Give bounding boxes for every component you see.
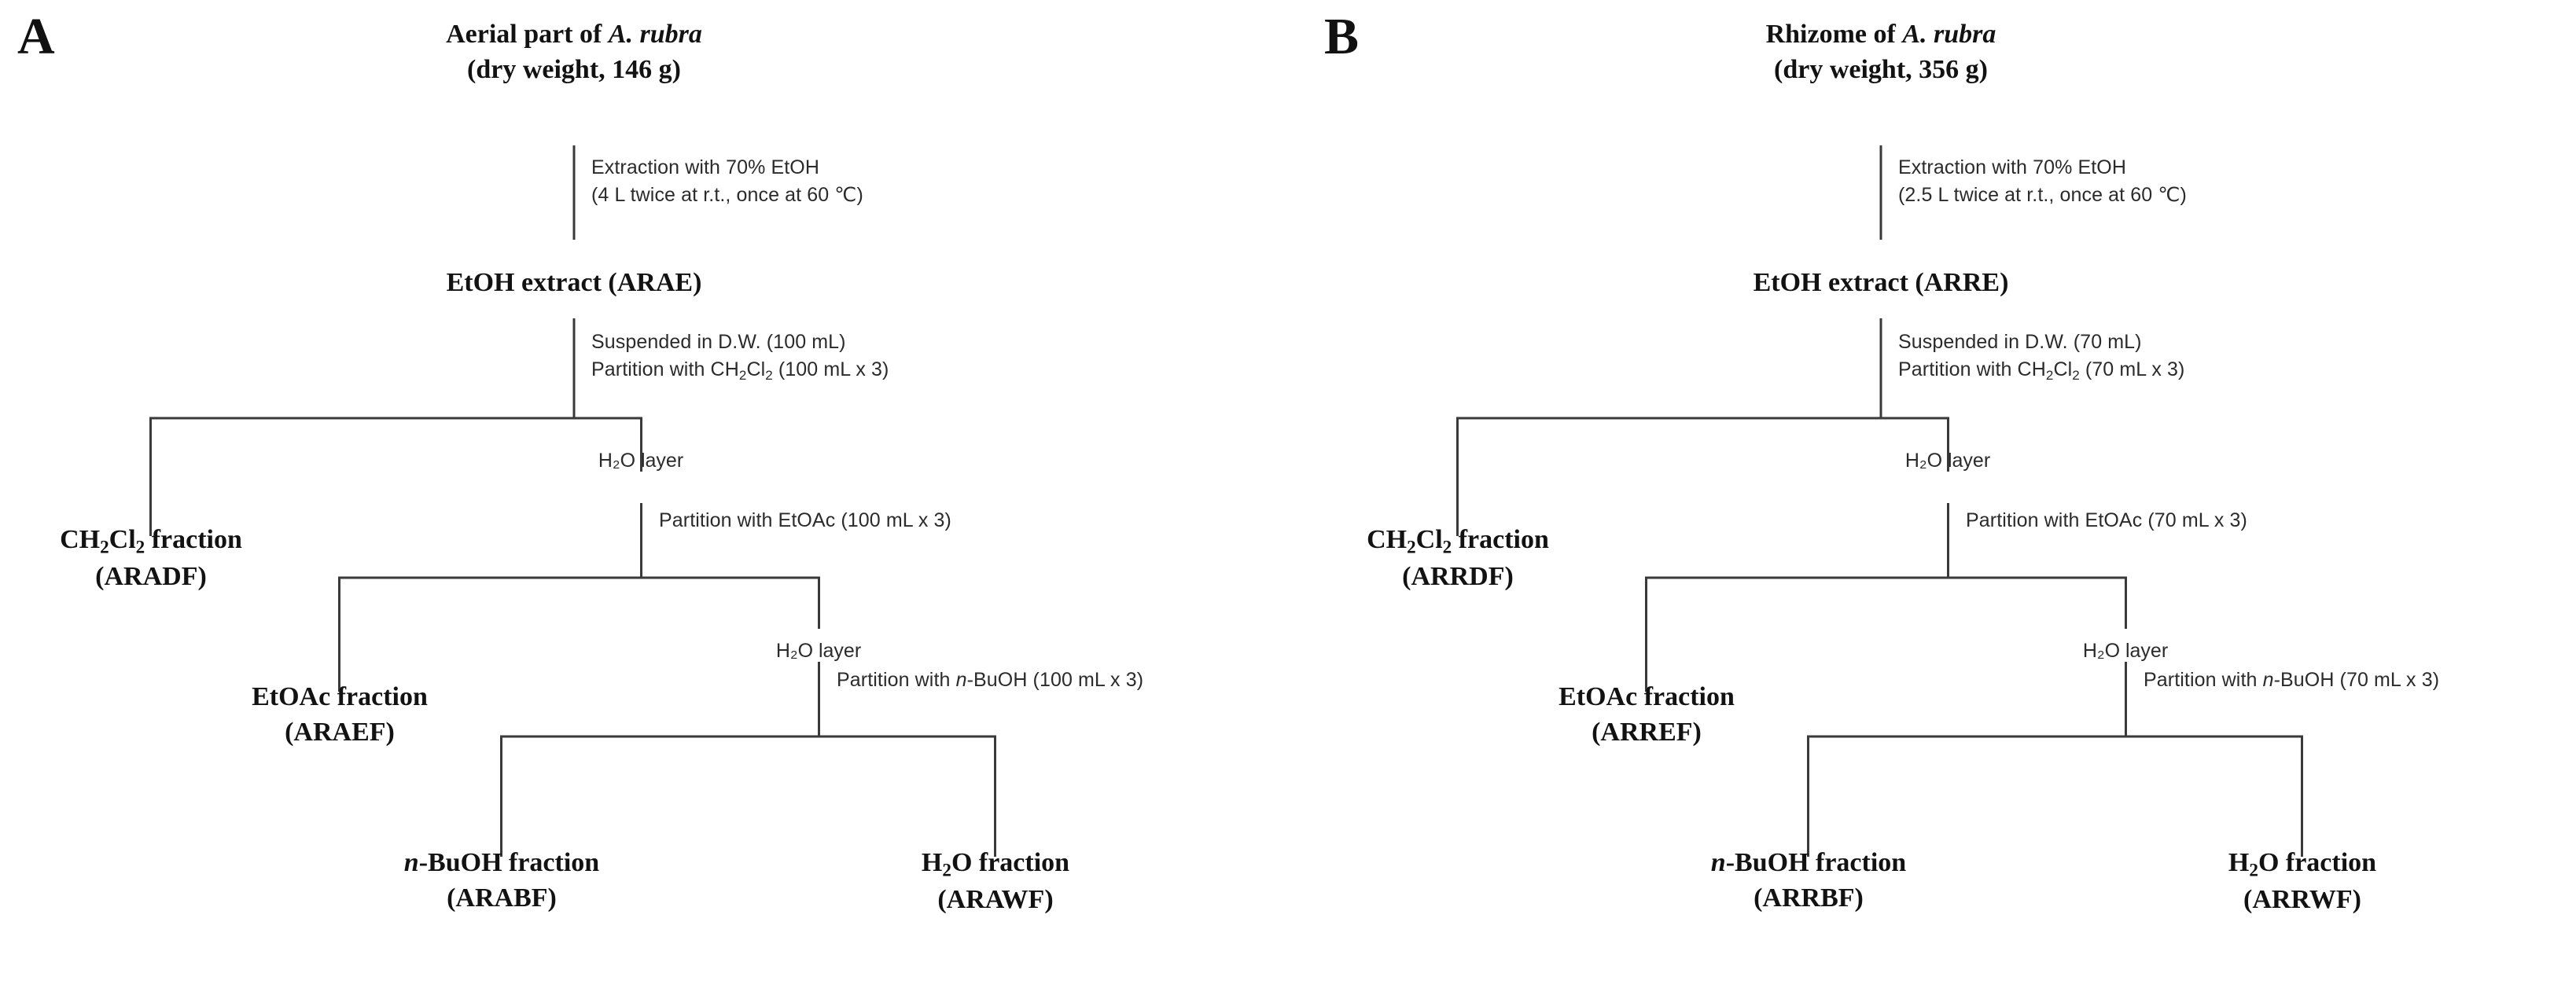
panel-b-suspension-annotation: Suspended in D.W. (70 mL) Partition with… xyxy=(1898,331,2185,383)
panel-a-partition-etoac-annotation: Partition with EtOAc (100 mL x 3) xyxy=(659,509,951,531)
panel-a-suspension-annotation: Suspended in D.W. (100 mL) Partition wit… xyxy=(591,331,889,383)
panel-a-fraction-buoh: n-BuOH fraction (ARABF) xyxy=(404,846,599,916)
panel-a-partition-buoh-annotation: Partition with n-BuOH (100 mL x 3) xyxy=(837,669,1144,691)
panel-b-extraction-annotation: Extraction with 70% EtOH (2.5 L twice at… xyxy=(1898,156,2187,206)
panel-a-fraction-dcm: CH2Cl2 fraction (ARADF) xyxy=(60,523,242,595)
panel-a-fraction-water: H2O fraction (ARAWF) xyxy=(922,846,1069,918)
panel-b-fraction-dcm: CH2Cl2 fraction (ARRDF) xyxy=(1367,523,1549,595)
panel-b-fraction-etoac: EtOAc fraction (ARREF) xyxy=(1558,680,1735,751)
panel-b-fraction-water-code: (ARRWF) xyxy=(2243,884,2361,914)
panel-a-water-layer-2: H₂O layer xyxy=(775,640,862,662)
panel-a-source-node: Aerial part of A. rubra (dry weight, 146… xyxy=(446,17,702,88)
panel-a-extraction-annotation: Extraction with 70% EtOH (4 L twice at r… xyxy=(591,156,863,206)
panel-a-letter: A xyxy=(17,8,55,65)
panel-b-water-layer-1: H₂O layer xyxy=(1904,450,1991,472)
panel-a-source-title: Aerial part of A. rubra xyxy=(446,20,702,49)
panel-b-letter: B xyxy=(1324,8,1360,65)
panel-a-fraction-dcm-code: (ARADF) xyxy=(95,561,207,591)
panel-b-fraction-etoac-code: (ARREF) xyxy=(1592,717,1702,747)
panel-a-fraction-buoh-code: (ARABF) xyxy=(447,883,557,913)
panel-b-source-node: Rhizome of A. rubra (dry weight, 356 g) xyxy=(1766,17,1996,88)
panel-b-fraction-dcm-code: (ARRDF) xyxy=(1402,561,1514,591)
panel-b-source-subtitle: (dry weight, 356 g) xyxy=(1774,54,1988,84)
panel-b-water-layer-2: H₂O layer xyxy=(2082,640,2169,662)
panel-a-fraction-etoac-code: (ARAEF) xyxy=(285,717,395,747)
panel-b-partition-etoac-annotation: Partition with EtOAc (70 mL x 3) xyxy=(1966,509,2247,531)
panel-b-fraction-water: H2O fraction (ARRWF) xyxy=(2228,846,2376,918)
panel-a-water-layer-1: H₂O layer xyxy=(598,450,684,472)
panel-a-extract-node: EtOH extract (ARAE) xyxy=(446,268,702,297)
panel-b-partition-buoh-annotation: Partition with n-BuOH (70 mL x 3) xyxy=(2144,669,2440,691)
panel-a-source-subtitle: (dry weight, 146 g) xyxy=(467,54,681,84)
panel-a-fraction-water-code: (ARAWF) xyxy=(937,884,1054,914)
panel-b-fraction-buoh: n-BuOH fraction (ARRBF) xyxy=(1711,846,1906,916)
panel-b-source-title: Rhizome of A. rubra xyxy=(1765,20,1996,49)
panel-a-fraction-etoac: EtOAc fraction (ARAEF) xyxy=(252,680,428,751)
panel-b-fraction-buoh-code: (ARRBF) xyxy=(1754,883,1864,913)
panel-b-extract-node: EtOH extract (ARRE) xyxy=(1753,268,2009,297)
